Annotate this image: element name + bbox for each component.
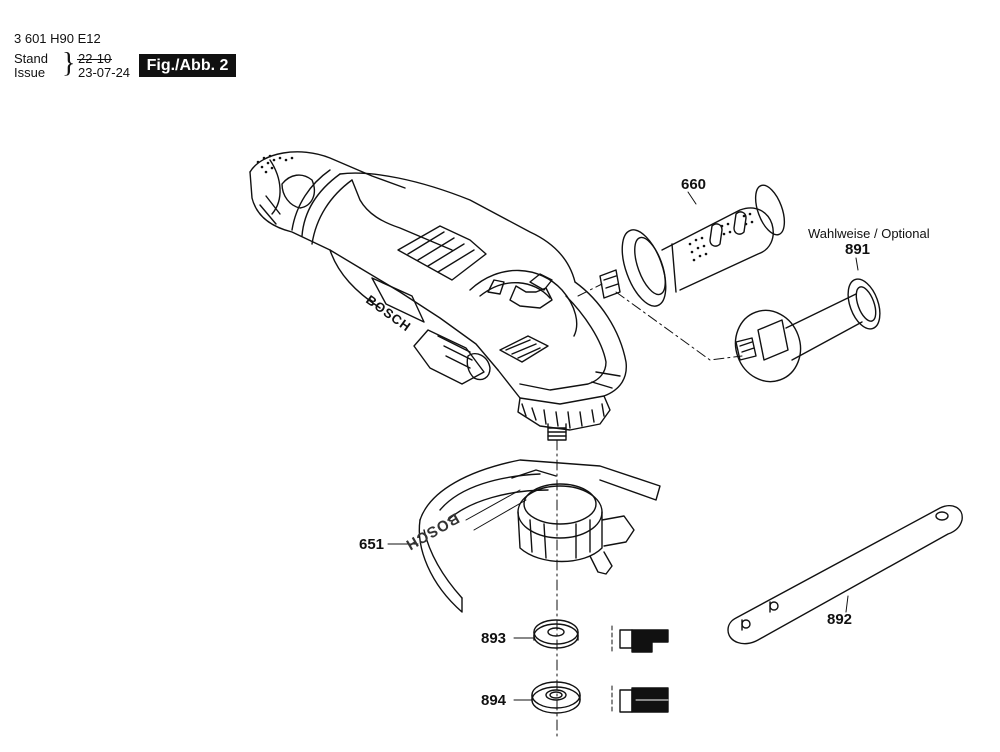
part-651-guard [387,459,661,613]
part-660-handle [577,184,786,307]
stand-label: Stand [14,51,48,66]
part-891-handle [615,257,881,383]
revision-dates: 22-10 23-07-24 [76,51,131,80]
issue-label: Issue [14,65,46,80]
part-label-660: 660 [681,176,707,193]
part-label-892: 892 [827,611,853,628]
part-label-894: 894 [481,692,507,709]
figure-badge: Fig./Abb. 2 [139,54,236,77]
angle-grinder-body [249,151,627,441]
document-code: 3 601 H90 E12 [14,31,101,46]
stand-value: 22-10 [76,51,113,66]
flange-profile-icon [611,625,669,653]
part-label-893: 893 [481,630,507,647]
part-893-flange [513,619,579,649]
brace-glyph: } [62,48,76,79]
part-894-nut [513,681,581,714]
part-label-891: 891 [845,241,871,258]
revision-labels: Stand Issue [14,52,48,80]
issue-value: 23-07-24 [78,65,131,80]
nut-profile-icon [611,685,669,713]
part-892-spanner [727,504,963,645]
optional-note: Wahlweise / Optional [808,226,930,241]
part-label-651: 651 [359,536,385,553]
